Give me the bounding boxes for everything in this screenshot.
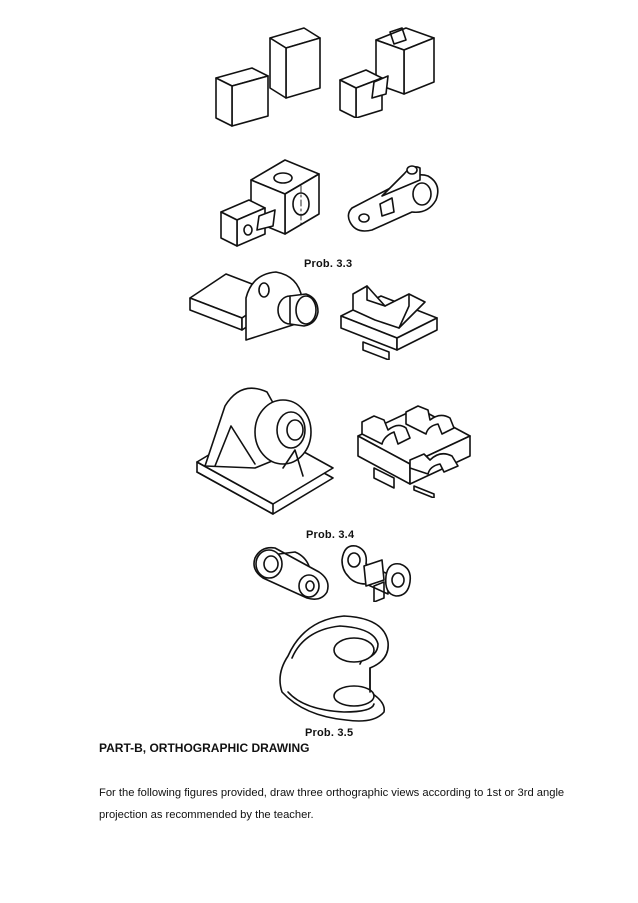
isometric-v-block	[337, 276, 443, 360]
isometric-stepped-block	[212, 26, 324, 130]
caption-prob-3-5: Prob. 3.5	[305, 727, 354, 739]
isometric-clevis-block	[219, 154, 329, 250]
isometric-pedestal-bearing	[195, 380, 337, 518]
caption-prob-3-3: Prob. 3.3	[304, 258, 353, 270]
section-heading: PART-B, ORTHOGRAPHIC DRAWING	[99, 741, 310, 755]
isometric-crank-lever	[249, 542, 333, 604]
isometric-bearing-block	[186, 268, 324, 356]
isometric-eye-link	[342, 156, 446, 234]
instruction-paragraph: For the following figures provided, draw…	[99, 787, 565, 821]
caption-prob-3-4: Prob. 3.4	[306, 529, 355, 541]
isometric-slotted-block	[336, 18, 440, 118]
isometric-u-clip	[274, 612, 394, 724]
isometric-cradle-block	[354, 396, 474, 498]
isometric-double-eye-coupling	[338, 540, 414, 602]
